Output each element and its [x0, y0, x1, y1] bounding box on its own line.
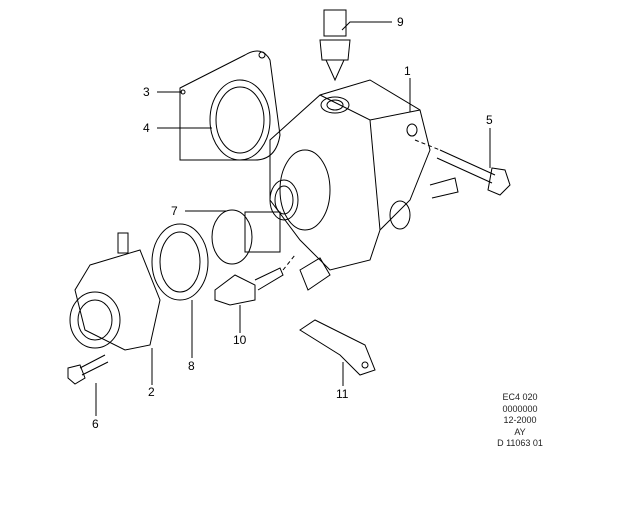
reference-line: 12-2000 [503, 415, 537, 425]
callout-7: 7 [171, 204, 178, 218]
callout-5: 5 [486, 113, 493, 127]
callout-6: 6 [92, 417, 99, 431]
reference-line: AY [514, 426, 526, 437]
gasket-plate [179, 50, 281, 161]
callout-11: 11 [336, 387, 349, 401]
callout-2: 2 [148, 385, 155, 399]
reference-block: EC4 020 0000000 12-2000 AY D 11063 01 [470, 392, 570, 450]
reference-line: EC4 020 [502, 392, 538, 402]
temperature-sender [319, 9, 351, 82]
callout-3: 3 [143, 85, 150, 99]
thermostat [211, 179, 299, 265]
bolt [414, 139, 511, 196]
callout-8: 8 [188, 359, 195, 373]
bracket [299, 319, 376, 376]
reference-line: 0000000 [502, 403, 538, 414]
reference-line: D 11063 01 [497, 438, 543, 448]
callout-4: 4 [143, 121, 150, 135]
cover [69, 232, 161, 351]
coolant-sensor [214, 254, 296, 306]
small-bolt [67, 354, 109, 385]
callout-10: 10 [233, 333, 247, 347]
callout-9: 9 [397, 15, 404, 29]
leader-lines [95, 21, 491, 416]
thermostat-housing [269, 79, 459, 291]
callout-1: 1 [404, 64, 411, 78]
seal-ring [151, 223, 209, 301]
